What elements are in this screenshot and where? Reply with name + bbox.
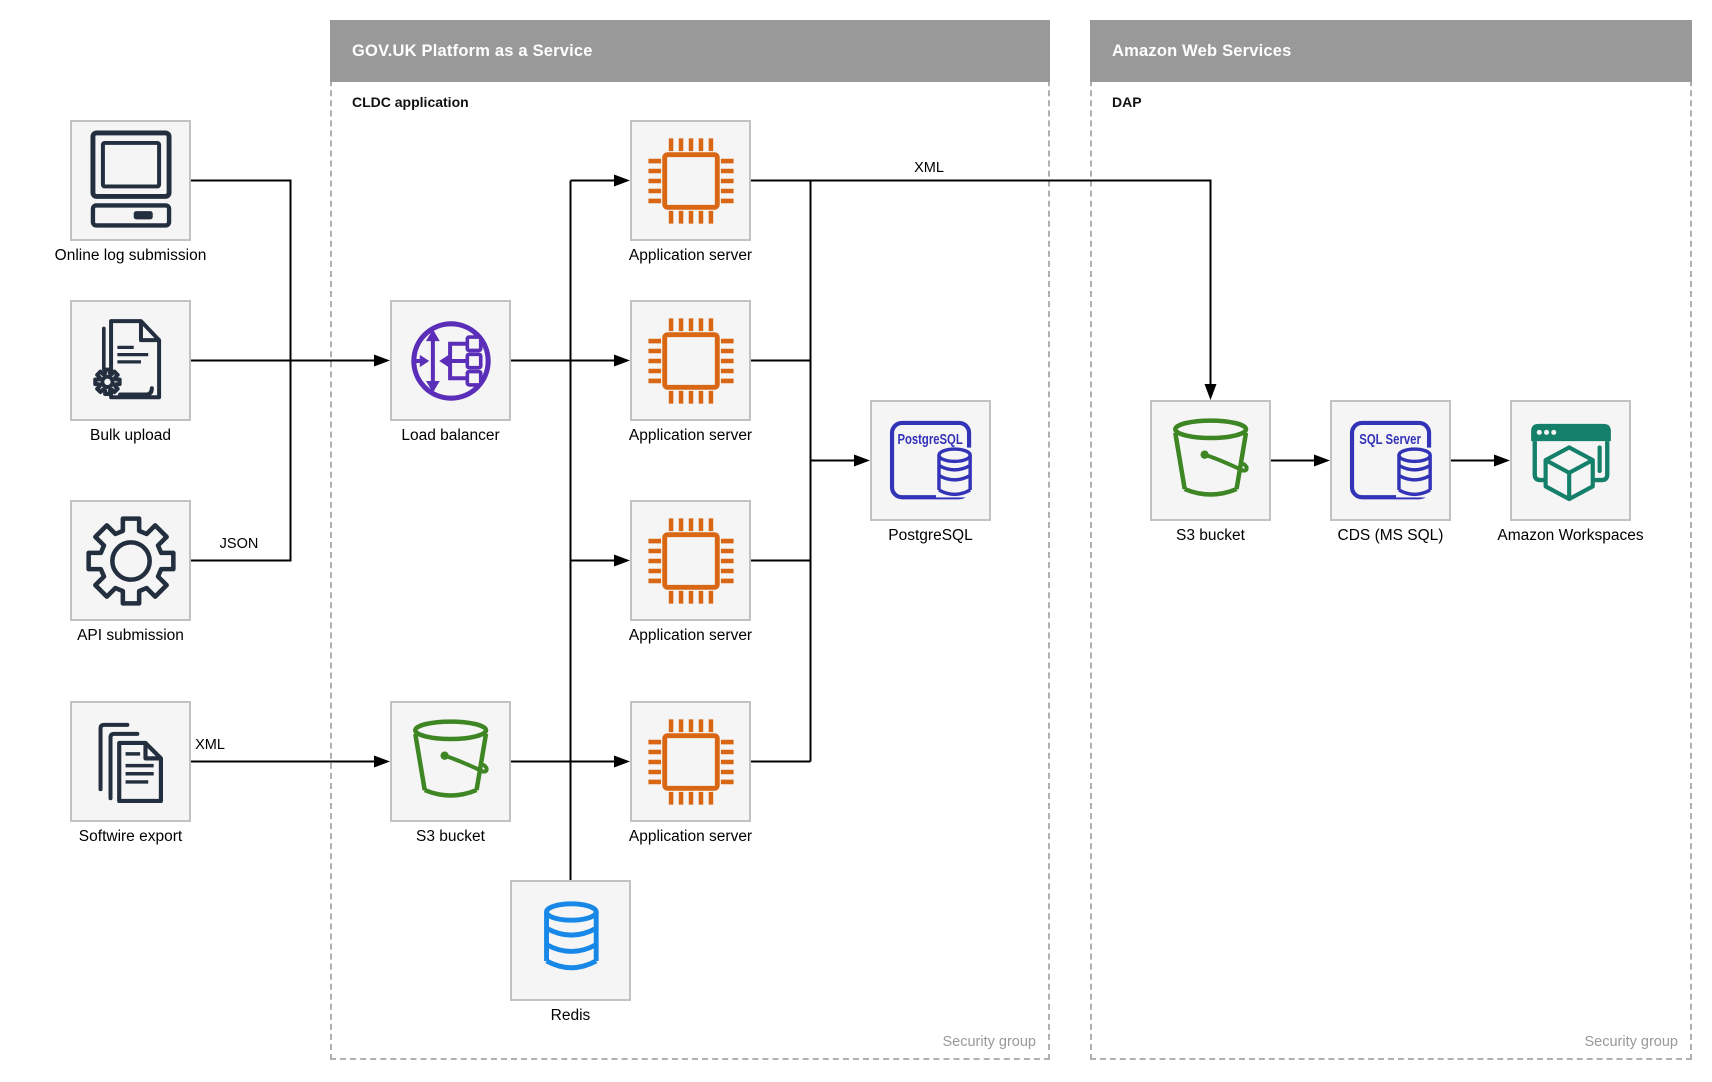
s3-bucket-box bbox=[1150, 400, 1271, 521]
chip-icon bbox=[647, 517, 734, 604]
load-balancer-box bbox=[390, 300, 511, 421]
node-application-server-1: Application server bbox=[629, 120, 752, 264]
chip-icon bbox=[647, 718, 734, 805]
cds-box: SQL Server bbox=[1330, 400, 1451, 521]
node-label: Bulk upload bbox=[89, 427, 172, 444]
bulk-upload-box bbox=[70, 300, 191, 421]
node-label: Softwire export bbox=[78, 828, 183, 845]
application-server-box bbox=[630, 701, 751, 822]
container-aws: Amazon Web Services DAP Security group bbox=[1090, 20, 1692, 1060]
gear-icon bbox=[85, 515, 176, 606]
node-s3-bucket-paas: S3 bucket bbox=[390, 701, 511, 845]
node-label: Application server bbox=[628, 427, 753, 444]
documents-icon bbox=[98, 722, 163, 803]
node-label: API submission bbox=[77, 627, 184, 644]
application-server-box bbox=[630, 300, 751, 421]
container-aws-sublabel: DAP bbox=[1112, 94, 1142, 110]
edge-label-xml-app: XML bbox=[914, 160, 944, 176]
chip-icon bbox=[647, 317, 734, 404]
node-redis: Redis bbox=[510, 880, 631, 1024]
softwire-export-box bbox=[70, 701, 191, 822]
application-server-box bbox=[630, 120, 751, 241]
node-amazon-workspaces: Amazon Workspaces bbox=[1497, 400, 1644, 544]
container-govuk-sublabel: CLDC application bbox=[352, 94, 469, 110]
sql-server-icon-text: SQL Server bbox=[1359, 431, 1421, 447]
node-postgresql: PostgreSQL PostgreSQL bbox=[870, 400, 991, 544]
container-govuk-security-group: Security group bbox=[942, 1034, 1037, 1050]
node-label: Redis bbox=[550, 1007, 591, 1024]
node-application-server-2: Application server bbox=[629, 300, 752, 444]
node-load-balancer: Load balancer bbox=[390, 300, 511, 444]
chip-icon bbox=[647, 137, 734, 224]
node-online-log-submission: Online log submission bbox=[55, 120, 206, 264]
document-gear-icon bbox=[92, 318, 161, 399]
node-label: Application server bbox=[628, 828, 753, 845]
database-icon bbox=[543, 900, 599, 970]
node-label: S3 bucket bbox=[416, 828, 485, 845]
node-label: Application server bbox=[628, 627, 753, 644]
node-cds-ms-sql: SQL Server CDS (MS SQL) bbox=[1330, 400, 1451, 544]
node-bulk-upload: Bulk upload bbox=[70, 300, 191, 444]
load-balancer-icon bbox=[410, 320, 491, 401]
s3-bucket-box bbox=[390, 701, 511, 822]
container-aws-header: Amazon Web Services bbox=[1090, 20, 1692, 82]
workspaces-icon bbox=[1530, 423, 1611, 501]
edge-label-xml-softwire: XML bbox=[195, 737, 225, 753]
container-aws-title: Amazon Web Services bbox=[1112, 42, 1292, 60]
workspaces-box bbox=[1510, 400, 1631, 521]
postgresql-box: PostgreSQL bbox=[870, 400, 991, 521]
node-application-server-3: Application server bbox=[629, 500, 752, 644]
node-label: S3 bucket bbox=[1176, 527, 1245, 544]
node-api-submission: API submission bbox=[70, 500, 191, 644]
s3-bucket-icon bbox=[412, 718, 489, 798]
s3-bucket-icon bbox=[1172, 417, 1249, 497]
node-label: CDS (MS SQL) bbox=[1337, 527, 1444, 544]
edge-label-json: JSON bbox=[220, 536, 259, 552]
node-s3-bucket-aws: S3 bucket bbox=[1150, 400, 1271, 544]
node-label: Online log submission bbox=[54, 247, 207, 264]
redis-box bbox=[510, 880, 631, 1001]
online-log-submission-box bbox=[70, 120, 191, 241]
node-label: Load balancer bbox=[401, 427, 500, 444]
node-application-server-4: Application server bbox=[629, 701, 752, 845]
edge-app1-to-aws-s3 bbox=[751, 179, 1212, 386]
node-label: PostgreSQL bbox=[888, 527, 973, 544]
node-softwire-export: Softwire export bbox=[70, 701, 191, 845]
node-label: Application server bbox=[628, 247, 753, 264]
container-aws-security-group: Security group bbox=[1584, 1034, 1679, 1050]
postgresql-icon: PostgreSQL bbox=[889, 420, 975, 499]
application-server-box bbox=[630, 500, 751, 621]
container-govuk-title: GOV.UK Platform as a Service bbox=[352, 42, 593, 60]
computer-icon bbox=[89, 130, 172, 228]
postgresql-icon-text: PostgreSQL bbox=[897, 431, 962, 447]
sql-server-icon: SQL Server bbox=[1349, 420, 1435, 499]
edge-sources-merge bbox=[191, 179, 292, 562]
api-submission-box bbox=[70, 500, 191, 621]
container-govuk-header: GOV.UK Platform as a Service bbox=[330, 20, 1050, 82]
container-govuk-paas: GOV.UK Platform as a Service CLDC applic… bbox=[330, 20, 1050, 1060]
node-label: Amazon Workspaces bbox=[1497, 527, 1644, 544]
